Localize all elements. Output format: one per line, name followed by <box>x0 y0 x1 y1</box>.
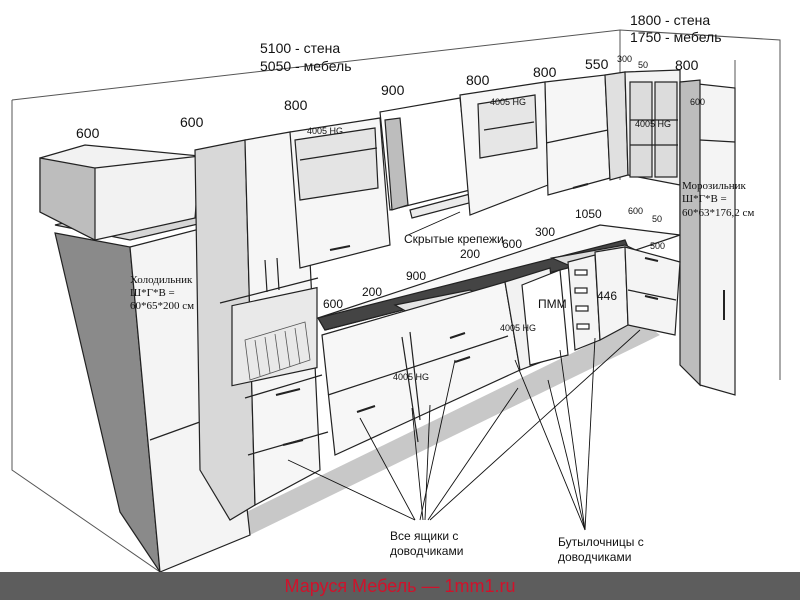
dim-wall-total: 5100 - стена <box>260 40 340 56</box>
dim-upper-800-c: 800 <box>533 64 557 80</box>
dim-upper-300: 300 <box>617 54 632 64</box>
dim-counter-200-b: 200 <box>362 285 382 299</box>
dimension-labels: 5100 - стена 5050 - мебель 1800 - стена … <box>76 12 722 311</box>
dim-counter-600-c: 600 <box>628 206 643 216</box>
freezer-label-line1: Морозильник <box>682 180 747 192</box>
dim-counter-500: 500 <box>650 241 665 251</box>
dim-upper-800-b: 800 <box>466 72 490 88</box>
hinge-label-2: 4005 HG <box>490 97 526 107</box>
oven-rack <box>244 321 311 381</box>
hidden-mounts-label: Скрытые крепежи <box>404 232 504 246</box>
dim-furniture-total: 5050 - мебель <box>260 58 352 74</box>
dim-upper-800-a: 800 <box>284 97 308 113</box>
floor-shadow <box>120 320 660 572</box>
upper-cabinet-left <box>39 144 201 241</box>
bottles-note-line1: Бутылочницы с <box>558 535 644 549</box>
fridge-label-line2: Ш*Г*В = <box>130 287 175 299</box>
dim-upper-600-b: 600 <box>180 114 204 130</box>
dim-upper-600-a: 600 <box>76 125 100 141</box>
freezer-label-line2: Ш*Г*В = <box>682 193 727 205</box>
dishwasher-label: ПММ <box>538 297 567 311</box>
dim-counter-1050: 1050 <box>575 207 602 221</box>
hinge-label-3: 4005 HG <box>635 119 671 129</box>
dim-counter-600-a: 600 <box>502 237 522 251</box>
drawers-note-line1: Все ящики с <box>390 529 458 543</box>
freezer-size-label: 60*63*176,2 см <box>682 207 754 219</box>
dim-counter-200-a: 200 <box>460 247 480 261</box>
dim-counter-600-b: 600 <box>323 297 343 311</box>
footer-caption: Маруся Мебель — 1mm1.ru <box>284 575 516 596</box>
hinge-label-5: 4005 HG <box>393 372 429 382</box>
hinge-label-4: 4005 HG <box>500 323 536 333</box>
dim-side-furniture: 1750 - мебель <box>630 29 722 45</box>
dim-upper-50: 50 <box>638 60 648 70</box>
callout-lines <box>287 211 641 531</box>
lower-cabinets <box>321 246 681 456</box>
fridge-size-label: 60*65*200 см <box>130 300 194 312</box>
hinge-label-1: 4005 HG <box>307 126 343 136</box>
fridge-label-line1: Холодильник <box>130 274 193 286</box>
dim-counter-50: 50 <box>652 214 662 224</box>
dim-upper-800-d: 800 <box>675 57 699 73</box>
dim-upper-600-c: 600 <box>690 97 705 107</box>
oven-tower <box>194 131 329 521</box>
dim-upper-900: 900 <box>381 82 405 98</box>
dim-counter-300: 300 <box>535 225 555 239</box>
upper-cabinets-row <box>289 71 629 269</box>
corner-upper-and-freezer <box>624 69 736 396</box>
component-labels: 4005 HG 4005 HG 4005 HG 4005 HG 4005 HG … <box>130 97 754 564</box>
dim-counter-446: 446 <box>597 289 617 303</box>
dim-counter-900: 900 <box>406 269 426 283</box>
kitchen-cabinet-diagram: 5100 - стена 5050 - мебель 1800 - стена … <box>11 12 781 572</box>
bottles-note-line2: доводчиками <box>558 550 631 564</box>
drawers-note-line2: доводчиками <box>390 544 463 558</box>
footer-bar <box>0 572 800 600</box>
dim-upper-550: 550 <box>585 56 609 72</box>
dim-side-wall: 1800 - стена <box>630 12 710 28</box>
